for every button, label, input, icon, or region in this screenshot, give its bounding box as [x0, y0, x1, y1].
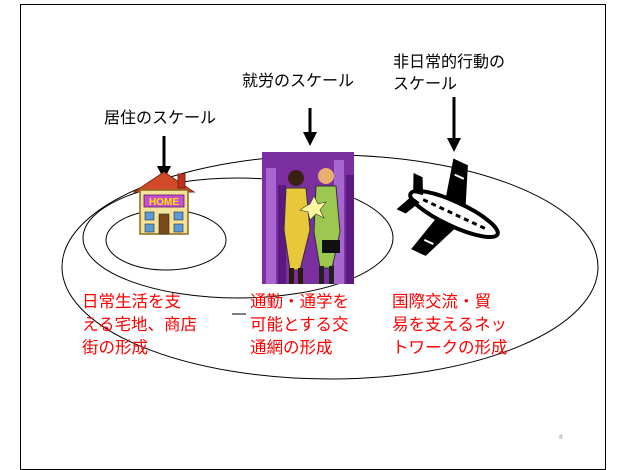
- work-scale-label: 就労のスケール: [242, 71, 355, 90]
- nonroutine-description-line: 国際交流・貿: [392, 292, 491, 311]
- middle-scale-ellipse: [82, 177, 394, 299]
- nonroutine-description-line: 易を支えるネッ: [392, 315, 508, 334]
- work-description-line: 可能とする交: [250, 315, 349, 334]
- nonroutine-arrow: [447, 97, 461, 152]
- residential-scale-label: 居住のスケール: [104, 108, 217, 127]
- scale-diagram: HOME: [61, 97, 599, 380]
- residential-description-line: える宅地、商店: [82, 315, 198, 334]
- nonroutine-scale-label-line1: 非日常的行動の: [393, 52, 506, 71]
- work-description-line: 通網の形成: [250, 338, 333, 357]
- residential-description-line: 街の形成: [82, 338, 148, 357]
- home-icon: HOME: [132, 171, 196, 235]
- nonroutine-scale-label-line2: スケール: [393, 74, 458, 93]
- handshake-icon: [262, 152, 354, 284]
- airplane-icon: [396, 158, 500, 256]
- page-number: 8: [559, 434, 563, 441]
- work-arrow: [303, 108, 317, 146]
- home-sign-text: HOME: [149, 197, 179, 208]
- nonroutine-description-line: トワークの形成: [392, 338, 508, 357]
- work-description-line: 通勤・通学を: [250, 292, 349, 311]
- residential-description-line: 日常生活を支: [82, 292, 181, 311]
